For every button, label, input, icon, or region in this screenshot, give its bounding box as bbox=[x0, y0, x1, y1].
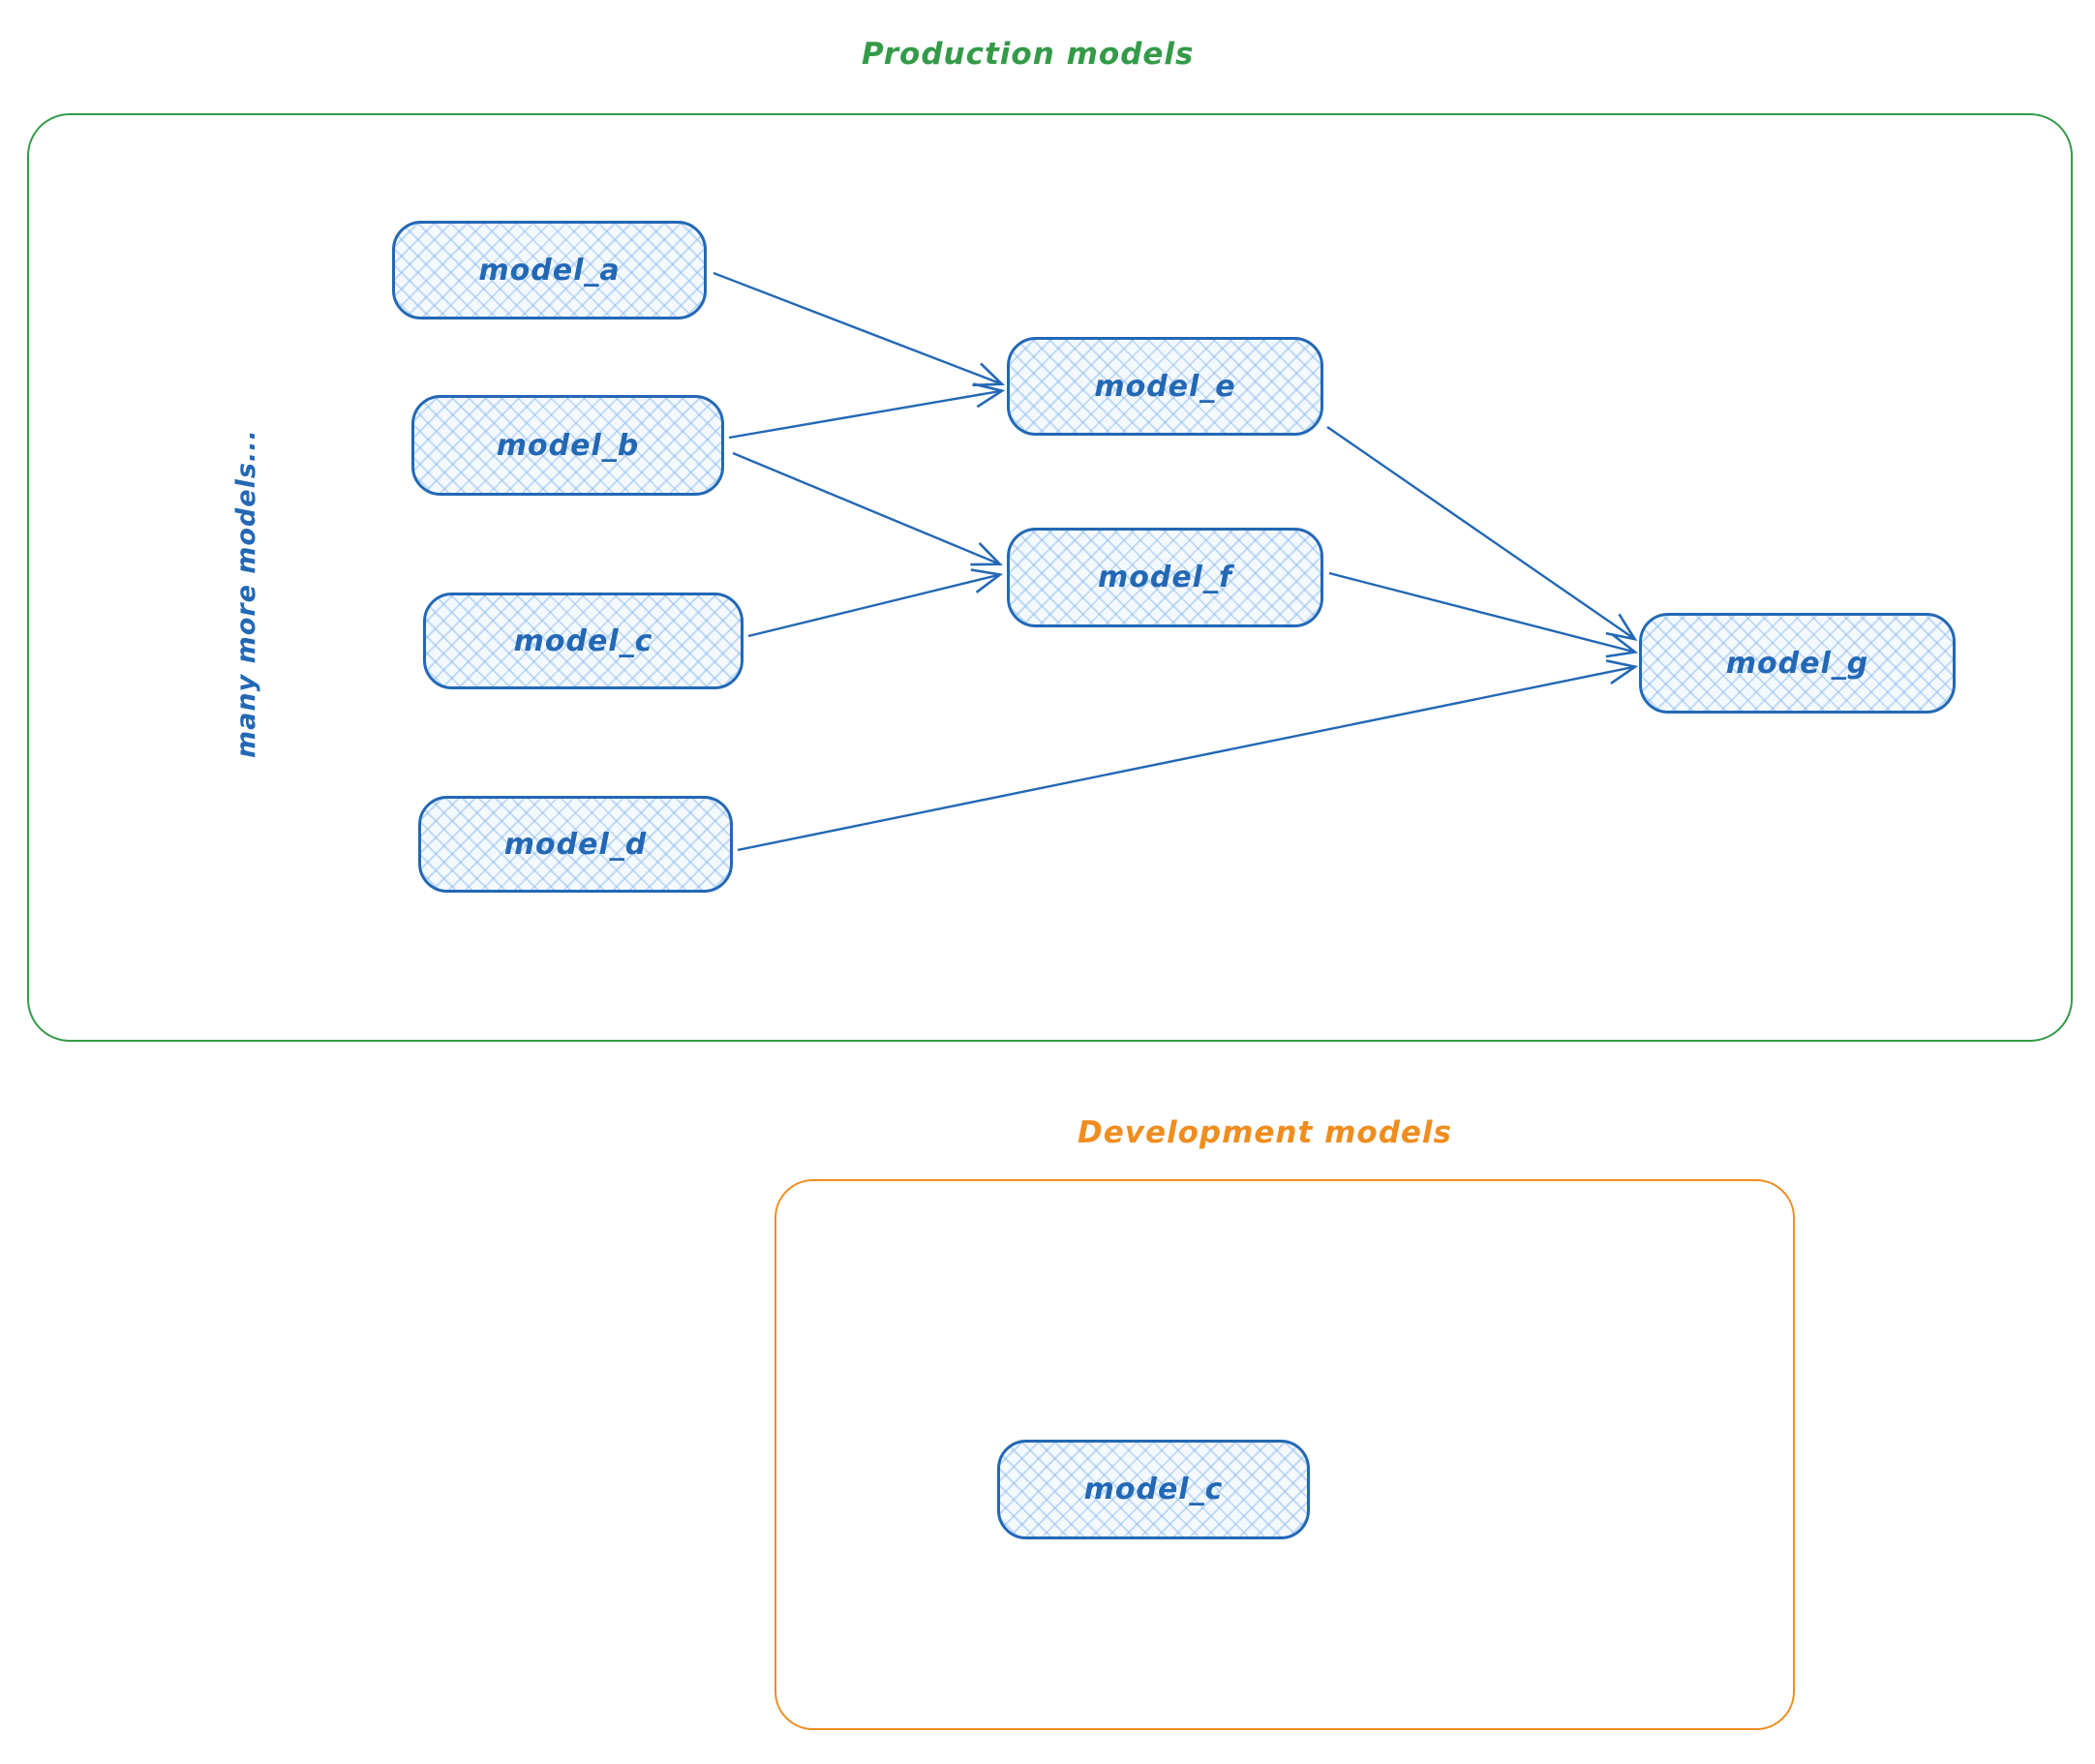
node-label: model_a bbox=[478, 253, 621, 288]
node-model_b[interactable]: model_b bbox=[411, 395, 724, 496]
node-label: model_g bbox=[1725, 646, 1869, 681]
production-group bbox=[27, 113, 2073, 1042]
node-model_e[interactable]: model_e bbox=[1007, 337, 1323, 436]
node-model_f[interactable]: model_f bbox=[1007, 528, 1323, 627]
edge-model_d-model_g bbox=[737, 659, 1639, 852]
node-model_c_dev[interactable]: model_c bbox=[997, 1440, 1310, 1539]
edge-model_e-model_g bbox=[1326, 426, 1638, 642]
node-model_a[interactable]: model_a bbox=[392, 221, 707, 319]
edge-model_b-model_e bbox=[728, 382, 1006, 440]
node-label: model_f bbox=[1097, 561, 1233, 594]
node-model_c[interactable]: model_c bbox=[423, 593, 744, 689]
node-label: model_b bbox=[496, 428, 640, 463]
edge-model_a-model_e bbox=[713, 271, 1005, 387]
node-model_g[interactable]: model_g bbox=[1639, 613, 1956, 714]
development-group bbox=[774, 1179, 1795, 1730]
node-label: model_c bbox=[1083, 1473, 1224, 1506]
node-label: model_d bbox=[503, 827, 648, 862]
edge-model_b-model_f bbox=[732, 451, 1003, 566]
node-model_d[interactable]: model_d bbox=[418, 796, 733, 893]
production-group-title: Production models bbox=[862, 37, 1195, 72]
edge-model_c-model_f bbox=[747, 568, 1004, 638]
edge-model_f-model_g bbox=[1328, 571, 1639, 658]
node-label: model_e bbox=[1094, 369, 1236, 404]
node-label: model_c bbox=[513, 623, 653, 658]
